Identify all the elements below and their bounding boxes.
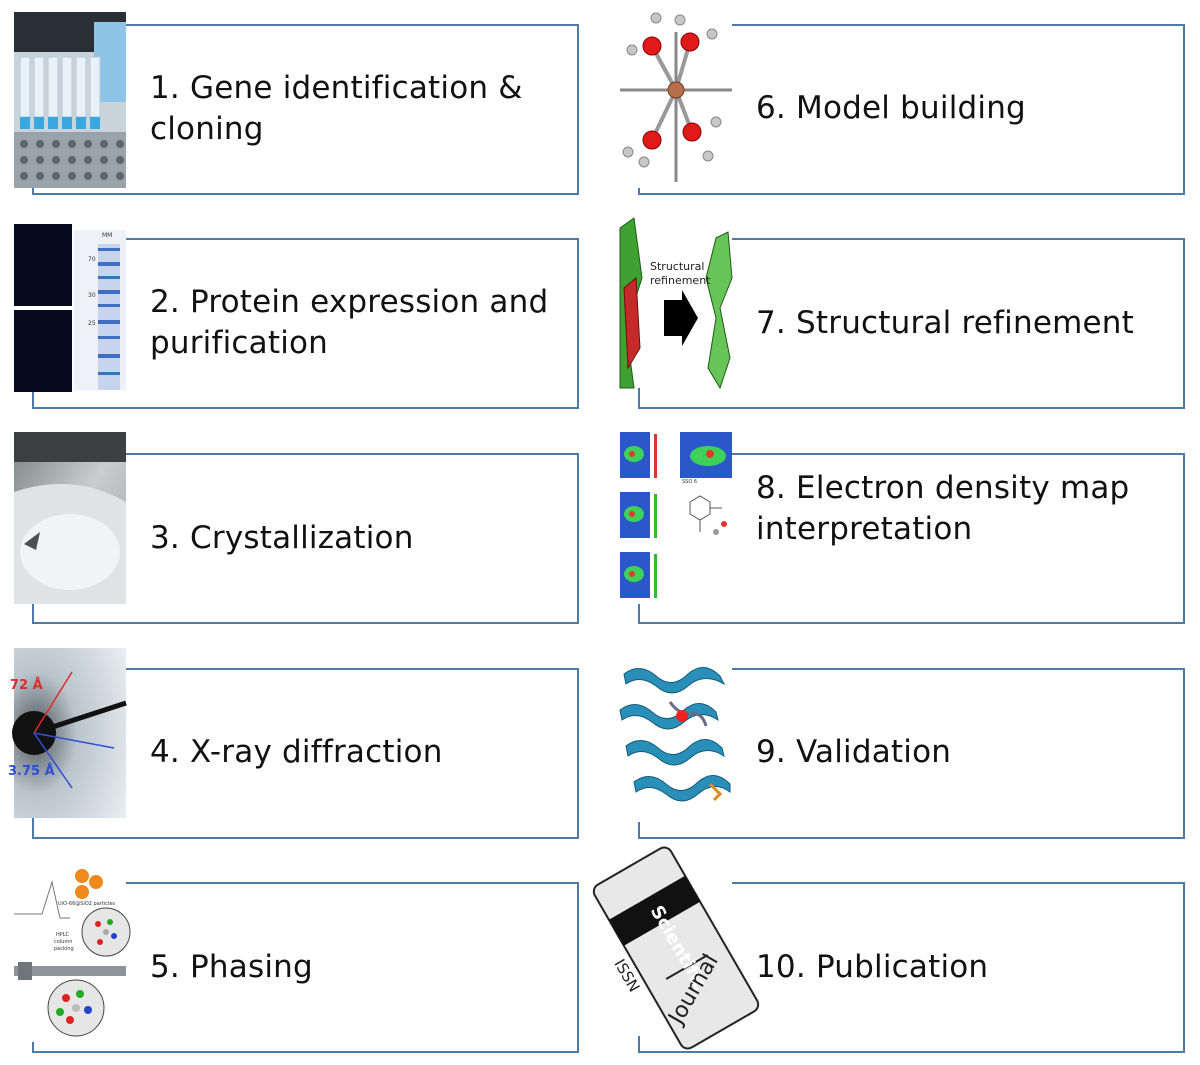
molecule-ball-stick-image (620, 12, 732, 188)
refine-text-2: refinement (650, 274, 711, 287)
gel-marker-text: MM (102, 232, 113, 239)
phasing-particles-image: UiO-66@SiO2 particles HPLC column packin… (14, 862, 131, 1042)
ribbon-refinement-image: Structural refinement (619, 217, 733, 390)
density-maps-image: SSO 6 (620, 432, 732, 604)
diffraction-blue-label: 3.75 Å (8, 764, 55, 779)
step-4-label: 4. X-ray diffraction (150, 734, 443, 770)
journal-card-image: Scientific Journal ISSN (592, 846, 760, 1050)
phasing-particles-text: UiO-66@SiO2 particles (58, 901, 116, 907)
step-8-label: 8. Electron density map interpretation (756, 470, 1130, 547)
protein-helix-image (619, 654, 732, 822)
refine-text-1: Structural (650, 260, 705, 273)
step-3-label: 3. Crystallization (150, 520, 414, 556)
step-10-label: 10. Publication (756, 949, 989, 985)
phasing-packing-text: packing (54, 946, 74, 952)
gel-tick-70: 70 (88, 256, 96, 263)
step-1-label: 1. Gene identification & cloning (150, 70, 523, 147)
crystal-vial-image (14, 432, 126, 604)
step-7-label: 7. Structural refinement (756, 305, 1134, 341)
diffraction-pattern-image: 72 Å 3.75 Å (8, 648, 127, 818)
gel-tick-30: 30 (88, 292, 96, 299)
phasing-column-text: column (54, 939, 73, 945)
phasing-hplc-text: HPLC (56, 932, 70, 938)
pcr-tubes-image (14, 12, 126, 188)
sds-page-gel-image: MM 70 30 25 (14, 216, 126, 392)
step-5-label: 5. Phasing (150, 949, 313, 985)
step-2-label: 2. Protein expression and purification (150, 284, 549, 361)
step-9-label: 9. Validation (756, 734, 952, 770)
diffraction-red-label: 72 Å (10, 678, 43, 693)
density-map-label: SSO 6 (682, 479, 698, 485)
gel-tick-25: 25 (88, 320, 96, 327)
step-6-label: 6. Model building (756, 90, 1026, 126)
